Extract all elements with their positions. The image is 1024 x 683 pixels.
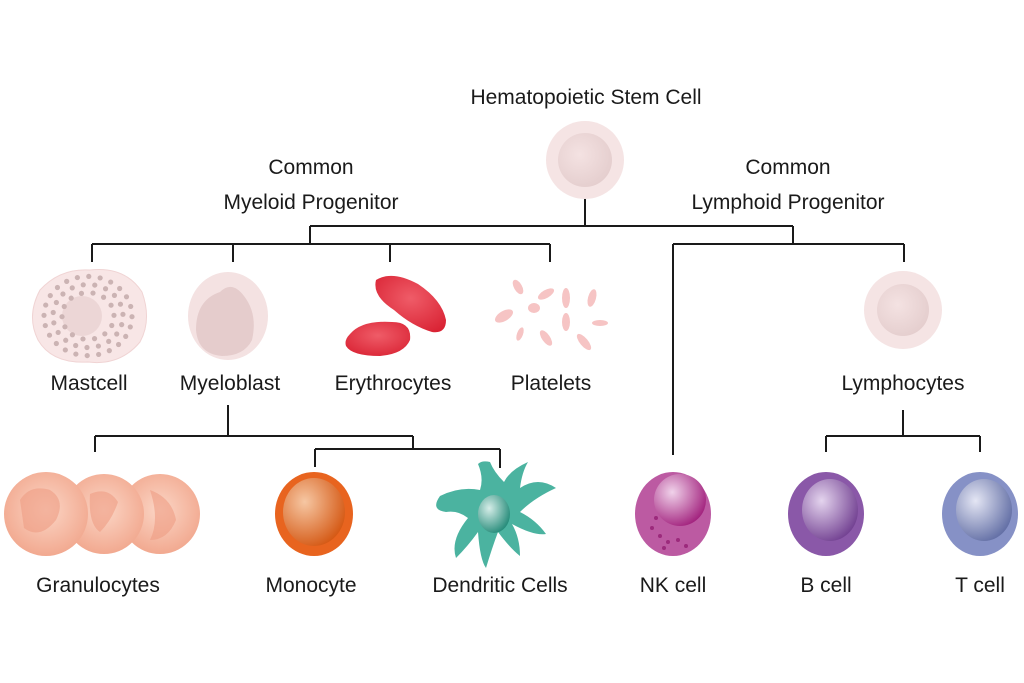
tree-connectors xyxy=(91,198,981,468)
mastcell-granule xyxy=(108,302,114,308)
mastcell-granule xyxy=(51,320,57,326)
myeloblast-label: Myeloblast xyxy=(180,372,281,395)
mastcell-granule xyxy=(111,292,118,298)
mastcell-granule xyxy=(43,302,49,308)
mastcell-granule xyxy=(127,324,133,330)
erythrocytes-label: Erythrocytes xyxy=(335,372,452,395)
mastcell-granule xyxy=(64,278,70,284)
mastcell-granule xyxy=(59,314,65,320)
mastcell-granule xyxy=(109,322,115,329)
granulocytes-icon xyxy=(4,472,200,556)
mastcell-granule xyxy=(120,311,126,317)
mastcell-granule xyxy=(86,273,92,280)
mastcell-granule xyxy=(50,309,56,316)
mastcell-granule xyxy=(84,344,90,351)
myeloid-progenitor-label-2: Myeloid Progenitor xyxy=(223,191,398,214)
monocyte-label: Monocyte xyxy=(265,574,356,597)
mastcell-granule xyxy=(123,294,130,300)
mastcell-granule xyxy=(117,301,124,307)
mastcell-granule xyxy=(114,331,120,337)
mastcell-granule xyxy=(117,285,123,292)
mastcell-granule xyxy=(100,294,107,300)
mastcell-label: Mastcell xyxy=(50,372,127,395)
myeloid-progenitor-label-1: Common xyxy=(268,156,353,179)
mastcell-granule xyxy=(84,352,90,359)
mastcell-granule xyxy=(74,274,80,281)
mastcell-granule xyxy=(41,312,47,318)
monocyte-icon xyxy=(275,472,353,556)
lymphocytes-label: Lymphocytes xyxy=(842,372,965,395)
platelets-icon xyxy=(494,279,608,351)
mastcell-granule xyxy=(123,333,129,340)
mastcell-granule xyxy=(47,292,53,299)
t-cell-icon xyxy=(942,472,1018,556)
stem-cell-label: Hematopoietic Stem Cell xyxy=(470,86,701,109)
myeloblast-icon xyxy=(188,272,268,360)
mastcell-granule xyxy=(80,336,86,342)
mastcell-icon xyxy=(32,268,147,364)
mastcell-granule xyxy=(54,284,61,291)
t-cell-label: T cell xyxy=(955,574,1005,597)
mastcell-granule xyxy=(62,347,68,353)
mastcell-granule xyxy=(80,282,86,288)
mastcell-granule xyxy=(129,314,135,320)
mastcell-granule xyxy=(53,340,59,347)
stem-cell-icon xyxy=(546,121,624,199)
lymphoid-progenitor-label-2: Lymphoid Progenitor xyxy=(692,191,885,214)
mastcell-granule xyxy=(68,295,74,301)
mastcell-granule xyxy=(92,282,98,288)
dendritic-cells-label: Dendritic Cells xyxy=(432,574,567,597)
lymphoid-progenitor-label-1: Common xyxy=(745,156,830,179)
mastcell-granule xyxy=(61,303,67,310)
mastcell-granule xyxy=(106,338,112,345)
b-cell-label: B cell xyxy=(800,574,851,597)
mastcell-granule xyxy=(91,336,98,342)
nk-cell-icon xyxy=(635,472,711,556)
mastcell-granule xyxy=(95,343,101,349)
mastcell-granule xyxy=(73,342,79,349)
nk-cell-label: NK cell xyxy=(640,574,707,597)
mastcell-granule xyxy=(73,351,79,357)
mastcell-granule xyxy=(102,331,108,337)
mastcell-granule xyxy=(96,351,102,358)
mastcell-granule xyxy=(55,329,61,336)
erythrocytes-icon xyxy=(345,275,446,356)
lymphocyte-icon xyxy=(864,271,942,349)
mastcell-granule xyxy=(53,299,59,306)
mastcell-granule xyxy=(46,332,53,338)
mastcell-granule xyxy=(62,324,68,330)
mastcell-granule xyxy=(97,275,103,281)
platelets-label: Platelets xyxy=(511,372,592,395)
mastcell-granule xyxy=(115,341,122,348)
mastcell-granule xyxy=(60,291,66,297)
mastcell-granule xyxy=(69,332,76,338)
mastcell-granule xyxy=(78,290,85,296)
b-cell-icon xyxy=(788,472,864,556)
mastcell-granule xyxy=(111,312,117,318)
mastcell-granule xyxy=(128,303,134,310)
mastcell-granule xyxy=(69,285,75,291)
mastcell-granule xyxy=(42,322,48,329)
mastcell-granule xyxy=(90,290,96,296)
granulocytes-label: Granulocytes xyxy=(36,574,160,597)
dendritic-cell-icon xyxy=(436,461,556,568)
mastcell-granule xyxy=(108,279,114,285)
mastcell-granule xyxy=(63,337,69,343)
mastcell-granule xyxy=(106,348,112,354)
mastcell-granule xyxy=(102,286,109,292)
mastcell-granule xyxy=(119,322,125,328)
